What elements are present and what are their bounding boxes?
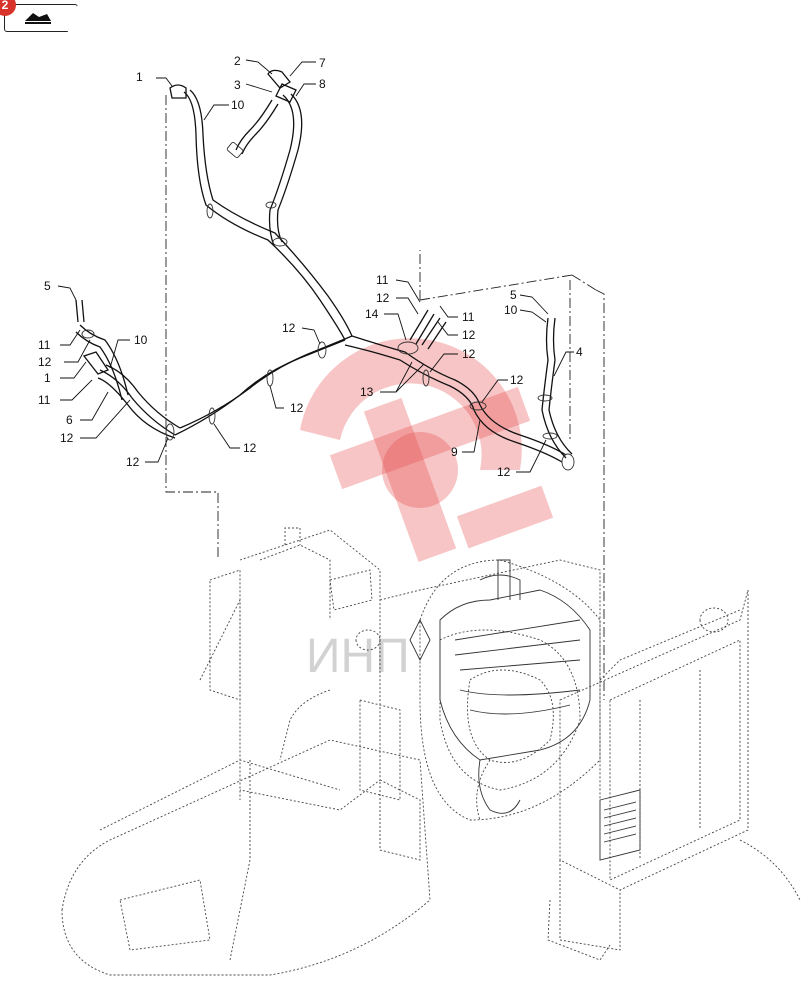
watermark-logo: [300, 338, 554, 563]
callout-12: 12: [126, 455, 140, 469]
callout-4: 4: [576, 345, 583, 359]
callout-12: 12: [462, 328, 476, 342]
callout-12: 12: [38, 355, 52, 369]
hose-group-upper: [169, 69, 353, 341]
callout-7: 7: [319, 56, 326, 70]
engine-detail: [409, 559, 641, 861]
hose-clamps: [81, 201, 558, 441]
callout-8: 8: [319, 77, 326, 91]
callout-3: 3: [234, 78, 241, 92]
callout-2: 2: [234, 54, 241, 68]
callout-1: 1: [136, 70, 143, 84]
callout-12: 12: [510, 373, 524, 387]
callout-12: 12: [462, 347, 476, 361]
callout-14: 14: [365, 307, 379, 321]
callout-1: 1: [44, 371, 51, 385]
callout-12: 12: [376, 291, 390, 305]
callout-11: 11: [38, 393, 51, 407]
callout-10: 10: [134, 333, 148, 347]
callout-5: 5: [510, 288, 517, 302]
callout-12: 12: [243, 441, 257, 455]
callout-12: 12: [290, 401, 304, 415]
machine-frame: [61, 527, 801, 976]
callout-5: 5: [44, 279, 51, 293]
callout-6: 6: [66, 413, 73, 427]
page-badge: 2: [0, 0, 16, 16]
callout-9: 9: [451, 445, 458, 459]
callout-12: 12: [282, 321, 296, 335]
callout-10: 10: [231, 98, 245, 112]
callout-labels: 1 10 2 3 7 8 5 11 12 1 10 11 6 12 12 12 …: [38, 54, 583, 479]
watermark-text: ИНП: [306, 630, 410, 683]
hose-group-right: [541, 317, 575, 471]
callout-13: 13: [360, 385, 374, 399]
callout-10: 10: [504, 303, 518, 317]
callout-11: 11: [38, 338, 51, 352]
hose-group-middle: [75, 299, 567, 463]
callout-11: 11: [376, 273, 389, 287]
leader-lines: [57, 59, 574, 473]
callout-11: 11: [462, 310, 475, 324]
callout-12: 12: [60, 431, 74, 445]
reference-lines: [165, 95, 605, 700]
callout-12: 12: [497, 465, 511, 479]
book-arrow-icon: [25, 13, 51, 24]
